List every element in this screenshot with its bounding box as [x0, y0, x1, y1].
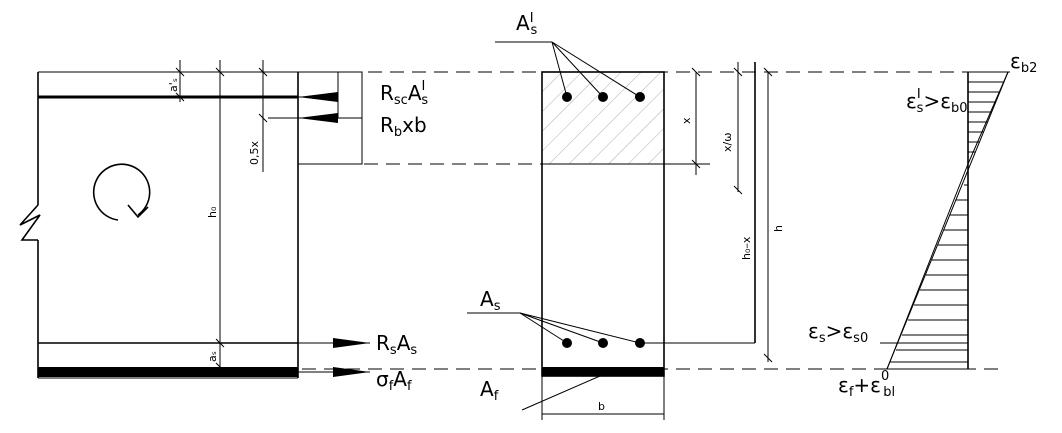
break-line-symbol	[19, 204, 41, 241]
tension-strain-hatch	[890, 184, 968, 363]
rb-force-arrowhead	[298, 113, 338, 123]
bending-moment-arrow	[92, 163, 151, 221]
tick	[733, 185, 743, 195]
tick	[733, 67, 743, 77]
svg-text:σfAf: σfAf	[376, 367, 412, 394]
svg-text:εIs>εb0: εIs>εb0	[906, 87, 968, 116]
tension-strain-triangle	[886, 163, 969, 370]
dim-b-label: b	[598, 400, 605, 413]
label-as-mid: As	[480, 287, 501, 314]
tick	[215, 362, 225, 372]
leader-as-3	[519, 312, 641, 344]
svg-text:As: As	[480, 287, 501, 314]
dim-h-label: h	[772, 225, 785, 232]
leader-as-prime-3	[551, 41, 641, 98]
dim-h0-label: h₀	[206, 206, 219, 218]
compression-strain-hatch	[968, 81, 1004, 153]
dim-x-label: x	[680, 117, 693, 124]
svg-text:RsAs: RsAs	[376, 331, 417, 358]
leader-as-2	[519, 312, 604, 344]
label-sigma-f-af: σfAf	[376, 367, 412, 394]
moment-arrowhead	[127, 204, 149, 219]
leader-as-1	[519, 312, 568, 344]
rs-force-arrowhead	[333, 338, 370, 348]
frp-strip-section	[542, 367, 664, 376]
tick	[691, 67, 701, 77]
beam-elevation: a'ₛ 0,5x h₀ aₛ	[19, 60, 299, 379]
sf-force-arrowhead	[333, 367, 370, 377]
dim-a-prime-s-label: a'ₛ	[167, 78, 180, 92]
leader-af	[521, 375, 601, 411]
compression-zone-hatch	[542, 72, 664, 164]
dim-h0-x-label: h₀–x	[740, 236, 753, 260]
strain-diagonal	[886, 71, 1009, 370]
svg-text:AIs: AIs	[516, 11, 538, 38]
compression-strain-triangle	[967, 71, 1009, 165]
tick	[763, 67, 773, 77]
svg-text:εb2: εb2	[1010, 49, 1037, 76]
label-rb-xb: Rbxb	[380, 113, 427, 140]
tick	[258, 113, 268, 123]
frp-strip-elevation	[38, 367, 298, 377]
leader-as-prime-2	[551, 41, 604, 98]
label-af-bottom: Af	[480, 377, 499, 404]
reference-lines	[38, 71, 1010, 370]
svg-text:εs>εs0: εs>εs0	[808, 319, 868, 346]
leader-as-prime-1	[551, 41, 568, 98]
dim-half-x-label: 0,5x	[248, 141, 261, 165]
tick	[763, 353, 773, 363]
tick	[691, 159, 701, 169]
dim-x-omega-label: x/ω	[721, 133, 734, 152]
svg-text:Rbxb: Rbxb	[380, 113, 427, 140]
tick	[215, 338, 225, 348]
rsc-force-arrowhead	[298, 92, 338, 102]
svg-text:Af: Af	[480, 377, 499, 404]
label-eps-b2: εb2	[1010, 49, 1037, 76]
dim-a-s-label: aₛ	[206, 351, 219, 362]
label-eps-s: εs>εs0	[808, 319, 868, 346]
tick	[175, 92, 185, 102]
label-rs-as: RsAs	[376, 331, 417, 358]
